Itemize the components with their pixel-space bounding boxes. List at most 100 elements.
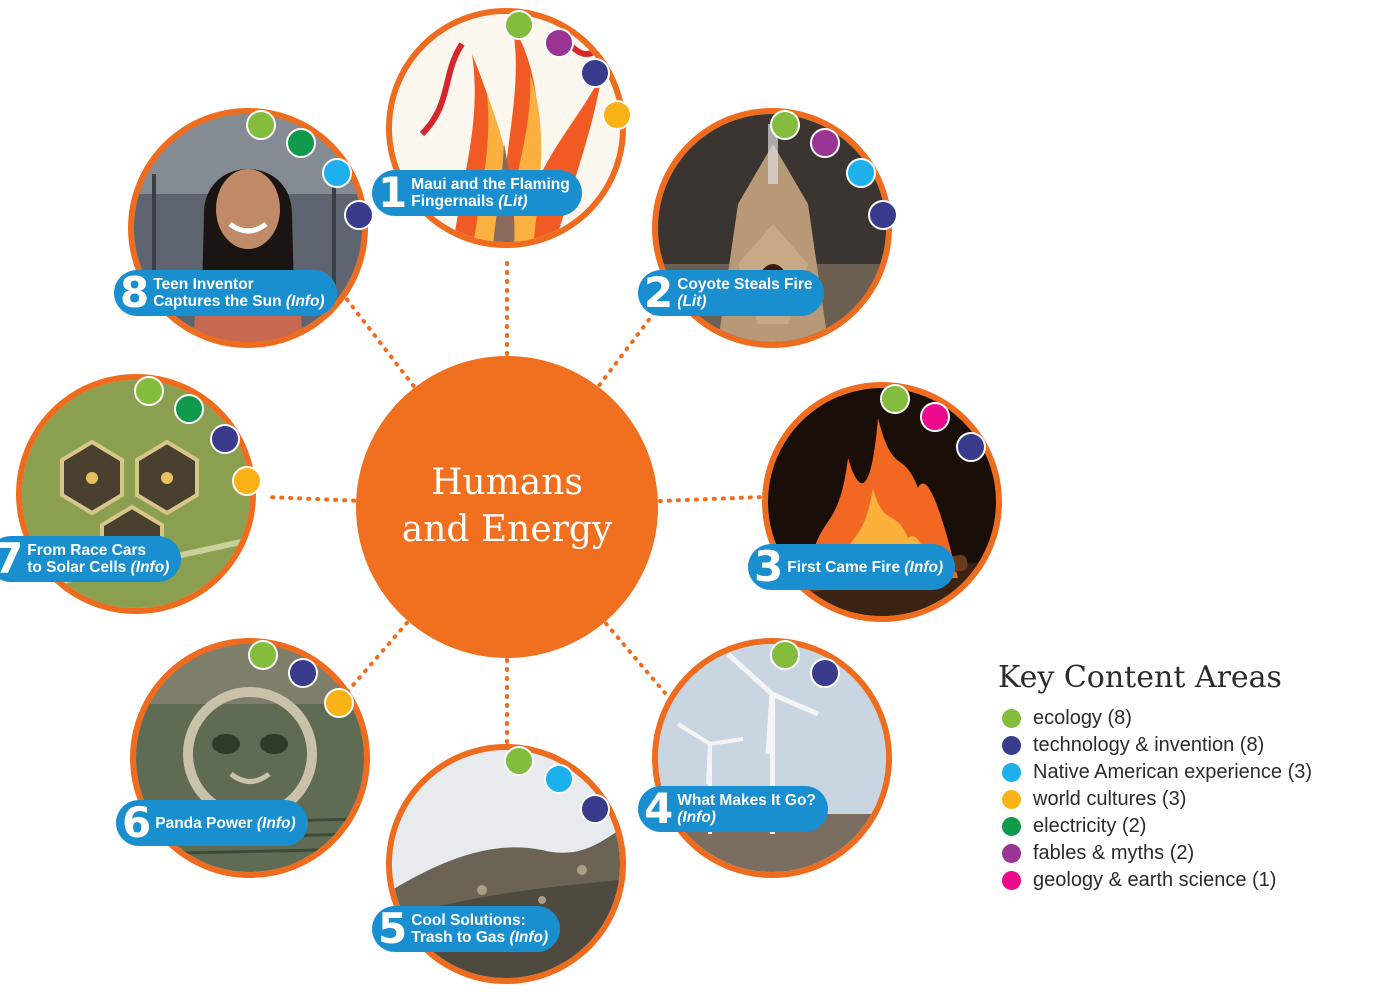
node-number: 6 [122, 798, 151, 847]
node-title: What Makes It Go? (Info) [677, 792, 816, 826]
node-title-text: From Race Cars to Solar Cells [27, 542, 147, 576]
legend-swatch-fables [1002, 844, 1021, 863]
legend-label: Native American experience (3) [1033, 761, 1313, 783]
content-area-dot-technology [580, 58, 610, 88]
node-genre-tag: (Info) [281, 293, 325, 310]
content-area-dot-world [602, 100, 632, 130]
legend-item-world: world cultures (3) [1002, 786, 1398, 813]
node-title-text: Coyote Steals Fire [677, 276, 813, 293]
content-area-dot-technology [288, 658, 318, 688]
node-title-text: Panda Power [155, 814, 253, 832]
content-area-dot-fables [544, 28, 574, 58]
content-area-dot-technology [956, 432, 986, 462]
content-area-dot-technology [868, 200, 898, 230]
node-title: First Came Fire (Info) [787, 559, 943, 576]
content-area-dot-ecology [134, 376, 164, 406]
content-area-dot-world [324, 688, 354, 718]
legend-label: electricity (2) [1033, 815, 1147, 837]
legend-label: world cultures (3) [1033, 788, 1187, 810]
content-area-dot-ecology [770, 110, 800, 140]
content-area-dot-world [232, 466, 262, 496]
node-genre-tag: (Info) [126, 559, 170, 576]
node-title-text: Cool Solutions: Trash to Gas [411, 912, 526, 946]
node-genre-tag: (Info) [505, 929, 549, 946]
legend-label: geology & earth science (1) [1033, 869, 1277, 891]
legend-swatch-world [1002, 790, 1021, 809]
node-title: From Race Cars to Solar Cells (Info) [27, 542, 169, 576]
content-area-dot-ecology [880, 384, 910, 414]
node-title: Maui and the Flaming Fingernails (Lit) [411, 176, 569, 210]
legend-swatch-geology [1002, 871, 1021, 890]
legend-item-geology: geology & earth science (1) [1002, 867, 1398, 894]
legend-swatch-electricity [1002, 817, 1021, 836]
legend-label: fables & myths (2) [1033, 842, 1195, 864]
node-number: 5 [378, 904, 407, 953]
node-number: 3 [754, 542, 783, 591]
content-area-dot-native [544, 764, 574, 794]
legend: Key Content Areas ecology (8) technology … [998, 660, 1398, 894]
legend-swatch-native [1002, 763, 1021, 782]
node-number: 8 [120, 268, 149, 317]
legend-swatch-technology [1002, 736, 1021, 755]
legend-item-ecology: ecology (8) [1002, 705, 1398, 732]
node-genre-tag: (Lit) [677, 293, 707, 310]
content-area-dot-ecology [246, 110, 276, 140]
content-area-dot-electricity [286, 128, 316, 158]
node-title: Panda Power (Info) [155, 815, 295, 832]
content-area-dot-ecology [770, 640, 800, 670]
node-genre-tag: (Lit) [493, 193, 528, 210]
hub-circle: Humans and Energy [356, 356, 658, 658]
legend-swatch-ecology [1002, 709, 1021, 728]
content-area-dot-geology [920, 402, 950, 432]
node-number: 4 [644, 784, 673, 833]
content-area-dot-electricity [174, 394, 204, 424]
node-title: Teen Inventor Captures the Sun (Info) [153, 276, 324, 310]
content-area-dot-technology [344, 200, 374, 230]
content-area-dot-technology [580, 794, 610, 824]
node-genre-tag: (Info) [900, 558, 944, 576]
node-number: 1 [378, 168, 407, 217]
legend-title: Key Content Areas [998, 660, 1282, 695]
legend-item-native: Native American experience (3) [1002, 759, 1398, 786]
legend-item-fables: fables & myths (2) [1002, 840, 1398, 867]
node-title: Cool Solutions: Trash to Gas (Info) [411, 912, 548, 946]
content-area-dot-ecology [504, 10, 534, 40]
node-title-text: First Came Fire [787, 558, 901, 576]
content-area-dot-technology [810, 658, 840, 688]
content-area-dot-ecology [504, 746, 534, 776]
node-number: 2 [644, 268, 673, 317]
node-number: 7 [0, 534, 23, 583]
legend-item-electricity: electricity (2) [1002, 813, 1398, 840]
content-area-dot-technology [210, 424, 240, 454]
content-area-dot-fables [810, 128, 840, 158]
content-area-dot-native [846, 158, 876, 188]
legend-item-technology: technology & invention (8) [1002, 732, 1398, 759]
node-title: Coyote Steals Fire (Lit) [677, 276, 812, 310]
legend-label: technology & invention (8) [1033, 734, 1265, 756]
content-area-dot-native [322, 158, 352, 188]
node-genre-tag: (Info) [677, 809, 716, 826]
hub-title: Humans and Energy [401, 462, 613, 550]
legend-label: ecology (8) [1033, 707, 1132, 729]
content-area-dot-ecology [248, 640, 278, 670]
node-title-text: What Makes It Go? [677, 792, 816, 809]
wind-turbines-photo [658, 644, 886, 872]
node-title-text: Maui and the Flaming Fingernails [411, 176, 570, 210]
